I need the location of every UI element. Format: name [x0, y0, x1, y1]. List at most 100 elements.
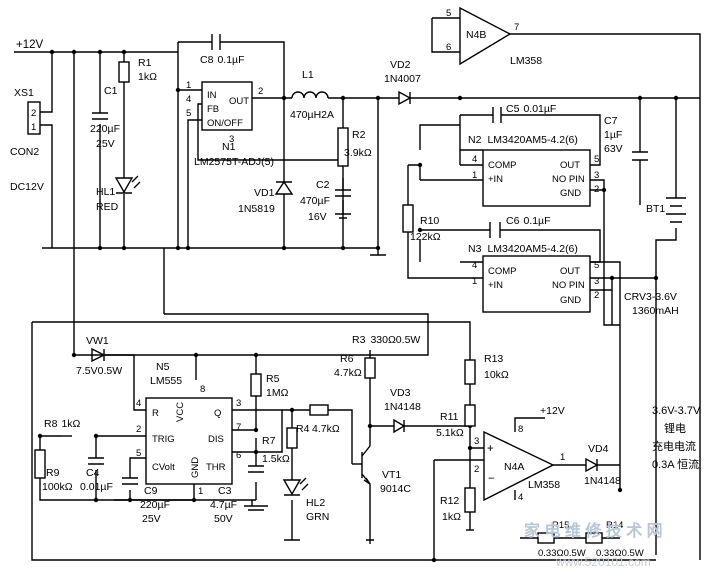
svg-text:8: 8 — [518, 424, 523, 435]
charge-note: 3.6V-3.7V 锂电 充电电流 0.3A 恒流 — [652, 405, 701, 471]
vd3-part: 1N4148 — [384, 401, 421, 413]
svg-text:OUT: OUT — [560, 266, 580, 277]
c7-value: 1µF — [604, 129, 622, 141]
vd3-diode: VD3 1N4148 — [384, 387, 421, 434]
svg-text:TRIG: TRIG — [152, 434, 175, 445]
r1-ref: R1 — [138, 57, 152, 69]
svg-text:5: 5 — [594, 154, 599, 165]
c9-voltage: 25V — [142, 513, 161, 525]
note-line4: 0.3A 恒流 — [652, 457, 699, 471]
n4a-ref: N4A — [504, 461, 524, 473]
junctions — [37, 49, 679, 563]
r13-value: 10kΩ — [484, 369, 509, 381]
n5-ref: N5 — [156, 361, 170, 373]
n4a-part: LM358 — [528, 479, 560, 491]
c9-capacitor: C9 220µF 25V — [122, 477, 170, 525]
hl1-color: RED — [96, 201, 119, 213]
svg-text:VCC: VCC — [175, 402, 186, 422]
svg-text:+IN: +IN — [488, 280, 503, 291]
bt1-ref: BT1 — [646, 203, 665, 215]
svg-text:4: 4 — [186, 94, 191, 105]
r13-resistor: R13 10kΩ — [464, 353, 509, 385]
r7-ref: R7 — [262, 435, 276, 447]
svg-text:5: 5 — [594, 260, 599, 271]
r2-resistor: R2 3.9kΩ — [337, 127, 372, 167]
c9-value: 220µF — [140, 499, 170, 511]
c4-capacitor: C4 0.01µF — [80, 457, 113, 493]
c2-ref: C2 — [316, 179, 330, 191]
c1-ref: C1 — [104, 85, 118, 97]
svg-text:NO PIN: NO PIN — [552, 174, 585, 185]
hl2-color: GRN — [306, 511, 329, 523]
vd2-ref: VD2 — [390, 59, 411, 71]
c1-value: 220µF — [90, 123, 120, 135]
svg-text:4: 4 — [518, 492, 523, 503]
svg-text:1: 1 — [472, 170, 477, 181]
vd1-part: 1N5819 — [238, 203, 275, 215]
svg-text:2: 2 — [258, 86, 263, 97]
n4b-ref: N4B — [466, 29, 486, 41]
n4a-opamp: N4A LM358 +12V 3 2 8 4 1 + − — [474, 405, 565, 503]
svg-text:8: 8 — [200, 384, 205, 395]
svg-text:GND: GND — [560, 188, 581, 199]
c7-ref: C7 — [604, 115, 618, 127]
r15-ref: R15 — [552, 520, 569, 531]
svg-text:7: 7 — [236, 422, 241, 433]
svg-text:2: 2 — [136, 424, 141, 435]
c1-capacitor: C1 220µF 25V — [90, 85, 120, 150]
r6-ref: R6 — [340, 353, 354, 365]
hl2-ref: HL2 — [306, 497, 325, 509]
hl1-led: HL1 RED — [96, 175, 141, 213]
r14-ref: R14 — [606, 520, 623, 531]
svg-text:GND: GND — [560, 295, 581, 306]
svg-text:2: 2 — [474, 464, 479, 475]
r4-value: 4.7kΩ — [312, 423, 340, 435]
n1-ref: N1 — [222, 141, 236, 153]
vw1-value: 7.5V0.5W — [76, 365, 122, 377]
svg-text:3: 3 — [474, 436, 479, 447]
xs1-pin2: 2 — [31, 108, 36, 119]
watermark-line2: www.520101.com — [555, 555, 651, 569]
c4-value: 0.01µF — [80, 481, 113, 493]
c2-value: 470µF — [300, 195, 330, 207]
vd4-ref: VD4 — [588, 443, 609, 455]
note-line3: 充电电流 — [652, 439, 696, 453]
n1-pin-fb: FB — [207, 104, 219, 115]
svg-text:1: 1 — [186, 80, 191, 91]
l1-ref: L1 — [302, 69, 314, 81]
r12-ref: R12 — [440, 495, 459, 507]
r11-value: 5.1kΩ — [436, 427, 464, 439]
r9-ref: R9 — [46, 467, 60, 479]
svg-text:−: − — [488, 473, 495, 485]
vd4-part: 1N4148 — [584, 475, 621, 487]
r9-resistor: R9 100kΩ — [34, 449, 73, 493]
vd2-part: 1N4007 — [384, 73, 421, 85]
r1-resistor: R1 1kΩ — [118, 57, 157, 83]
n1-part: LM2575T-ADJ(5) — [194, 156, 274, 168]
c4-ref: C4 — [86, 467, 100, 479]
svg-text:3: 3 — [236, 398, 241, 409]
hl1-ref: HL1 — [96, 186, 115, 198]
svg-text:COMP: COMP — [488, 266, 517, 277]
vin-label: +12V — [16, 39, 44, 51]
watermark: 家 电 维 修 技 术 网 www.520101.com — [524, 521, 663, 569]
vt1-ref: VT1 — [382, 469, 401, 481]
c3-ref: C3 — [218, 485, 232, 497]
svg-text:+: + — [487, 443, 494, 455]
r6-value: 4.7kΩ — [334, 367, 362, 379]
vd1-ref: VD1 — [254, 187, 275, 199]
vd1-diode: VD1 1N5819 — [238, 180, 294, 215]
sense-resistors: R15 R14 0.33Ω0.5W 0.33Ω0.5W — [537, 520, 644, 559]
vw1-ref: VW1 — [86, 335, 109, 347]
svg-text:1: 1 — [560, 452, 565, 463]
vd3-ref: VD3 — [390, 387, 411, 399]
